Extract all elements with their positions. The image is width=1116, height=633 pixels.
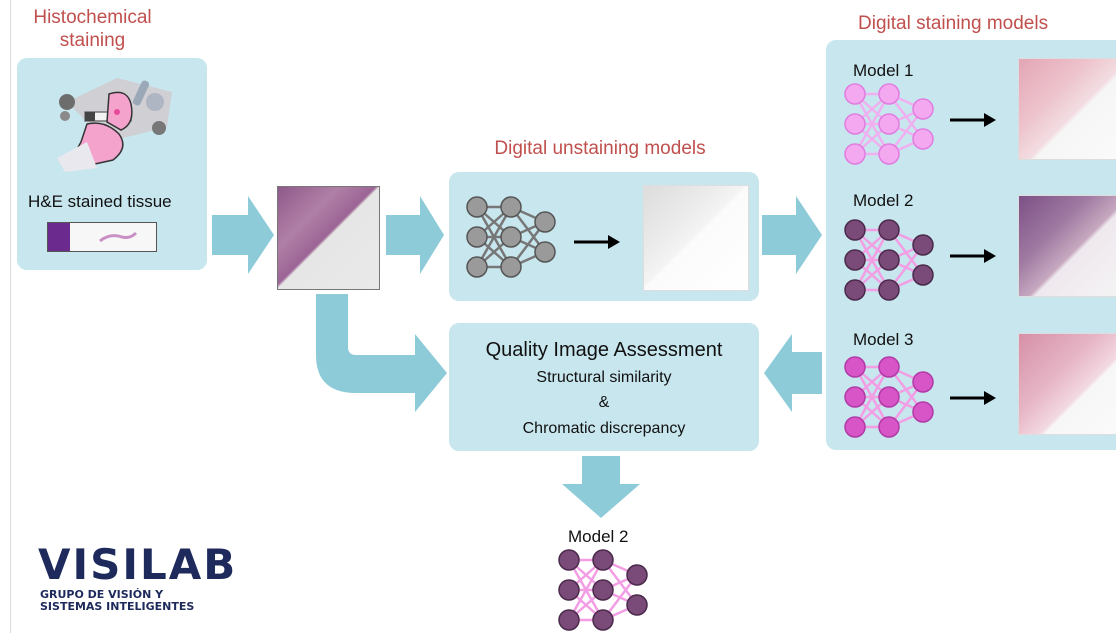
- network-node: [466, 226, 488, 248]
- network-node: [592, 549, 614, 571]
- network-node: [878, 143, 900, 165]
- network-node: [878, 249, 900, 271]
- network-node: [912, 98, 934, 120]
- model1-label: Model 1: [853, 61, 914, 80]
- network-node: [500, 196, 522, 218]
- network-node: [534, 241, 556, 263]
- network-edge: [853, 229, 891, 291]
- glass-slide: [47, 222, 157, 252]
- network-node: [912, 234, 934, 256]
- logo-subtitle-2: SISTEMAS INTELIGENTES: [40, 600, 195, 613]
- network-node: [844, 356, 866, 378]
- network-node: [466, 256, 488, 278]
- network-node: [844, 249, 866, 271]
- network-node: [626, 564, 648, 586]
- network-node: [844, 279, 866, 301]
- slide-tissue-sample: [99, 231, 138, 243]
- frame-left-line: [10, 0, 11, 633]
- network-node: [558, 579, 580, 601]
- network-node: [844, 416, 866, 438]
- model2-network-icon: [844, 219, 934, 301]
- network-node: [878, 219, 900, 241]
- network-node: [626, 594, 648, 616]
- network-node: [592, 579, 614, 601]
- network-node: [878, 356, 900, 378]
- network-node: [844, 113, 866, 135]
- unstain-arrow-icon: [574, 235, 620, 249]
- network-node: [912, 128, 934, 150]
- model3-network-icon: [844, 356, 934, 438]
- lab-illustration-icon: [57, 78, 172, 172]
- result-model-label: Model 2: [568, 527, 629, 546]
- model2-output-image: [1018, 195, 1116, 297]
- quality-line-ssim: Structural similarity: [536, 369, 672, 386]
- histochemical-title: Histochemical staining: [33, 7, 152, 51]
- network-node: [466, 196, 488, 218]
- network-node: [534, 211, 556, 233]
- network-edge: [567, 559, 605, 621]
- network-node: [844, 219, 866, 241]
- model3-arrow-icon: [950, 391, 996, 405]
- network-node: [912, 401, 934, 423]
- model2-label: Model 2: [853, 191, 914, 210]
- tissue-label: H&E stained tissue: [28, 192, 172, 211]
- network-node: [844, 83, 866, 105]
- model1-network-icon: [844, 83, 934, 165]
- network-edge: [475, 206, 513, 268]
- quality-title: Quality Image Assessment: [485, 339, 723, 361]
- network-node: [592, 609, 614, 631]
- network-node: [500, 226, 522, 248]
- quality-line-and: &: [598, 394, 610, 411]
- network-node: [844, 386, 866, 408]
- staining-title: Digital staining models: [858, 13, 1049, 34]
- network-node: [912, 371, 934, 393]
- logo-subtitle-1: GRUPO DE VISIÓN Y: [40, 588, 164, 601]
- network-node: [500, 256, 522, 278]
- visilab-logo: VISILAB: [38, 540, 238, 589]
- network-node: [878, 386, 900, 408]
- network-edge: [853, 366, 891, 428]
- model2-arrow-icon: [950, 249, 996, 263]
- model1-arrow-icon: [950, 113, 996, 127]
- he-tissue-image: [277, 186, 380, 290]
- network-node: [558, 549, 580, 571]
- result-network-icon: [558, 549, 648, 631]
- quality-line-chromatic: Chromatic discrepancy: [522, 420, 686, 437]
- network-node: [844, 143, 866, 165]
- slide-label-band: [48, 223, 70, 251]
- quality-panel: [449, 323, 759, 451]
- unstaining-title: Digital unstaining models: [494, 138, 706, 159]
- network-node: [558, 609, 580, 631]
- network-node: [878, 113, 900, 135]
- network-node: [912, 264, 934, 286]
- model3-output-image: [1018, 333, 1116, 435]
- unstained-tissue-image: [643, 185, 749, 291]
- network-node: [878, 83, 900, 105]
- network-node: [878, 279, 900, 301]
- unstaining-network-icon: [466, 196, 556, 278]
- model1-output-image: [1018, 58, 1116, 160]
- network-node: [878, 416, 900, 438]
- network-edge: [853, 93, 891, 155]
- model3-label: Model 3: [853, 330, 914, 349]
